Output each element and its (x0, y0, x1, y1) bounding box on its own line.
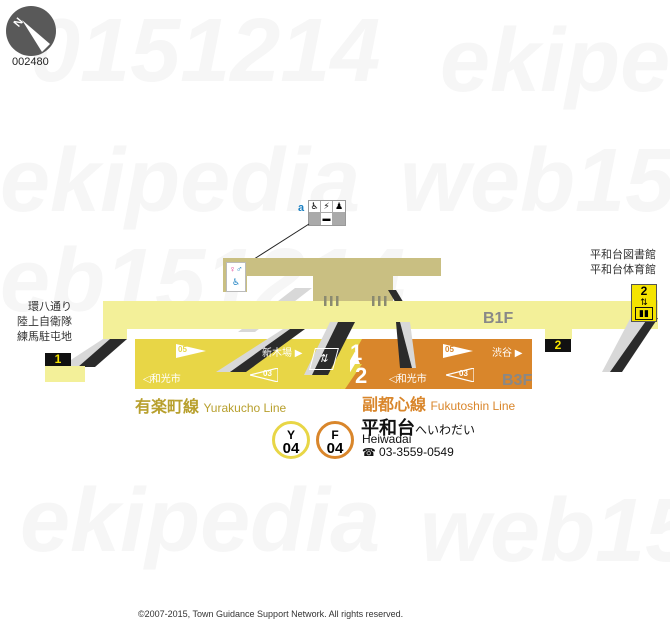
exit-2-badge-b1f: 2 (545, 339, 571, 352)
watermark: 0151214 (30, 1, 381, 101)
yurakucho-station-number-badge: Y 04 (272, 421, 310, 459)
phone-icon: ☎ (362, 447, 376, 459)
track-1-number: 1 (350, 340, 363, 365)
floor-label-b1f: B1F (483, 310, 514, 327)
fukutoshin-line-name: 副都心線 Fukutoshin Line (362, 397, 516, 414)
wheelchair-icon: ♿ (309, 201, 320, 212)
watermark: ekipedia (20, 471, 381, 571)
facility-callout-label: a (298, 202, 305, 214)
floor-label-b3f: B3F (502, 372, 533, 389)
elevator-icon: ▮▮ (635, 307, 653, 320)
yurakucho-lower-train: 03 (249, 367, 279, 387)
exit-2-destinations: 平和台図書館 平和台体育館 (590, 249, 656, 276)
fukutoshin-lower-train: 03 (445, 367, 475, 387)
track-2-number: 2 (355, 363, 368, 388)
compass-north-icon: N (6, 6, 56, 56)
yurakucho-upper-train: 05 (176, 344, 206, 363)
nursing-room-icon: ♟ (333, 201, 345, 212)
copyright: ©2007-2015, Town Guidance Support Networ… (138, 609, 404, 619)
station-phone: ☎ 03-3559-0549 (362, 445, 454, 459)
fukutoshin-lower-dest: ◁和光市 (389, 374, 427, 385)
toilet-icon: ♀♂♿ (226, 262, 246, 292)
watermark: web151 (400, 131, 670, 231)
watermark: ekipedia (440, 11, 670, 111)
fukutoshin-upper-train: 05 (443, 344, 473, 363)
elevator-icon: ⇅ (640, 297, 648, 307)
watermark: ekipedia (0, 131, 361, 231)
yurakucho-upper-dest: 新木場 ▶ (262, 348, 303, 359)
map-id: 002480 (12, 56, 49, 68)
exit-2-badge: 2 ⇅ ▮▮ (631, 284, 657, 322)
yurakucho-lower-dest: ◁和光市 (143, 374, 181, 385)
watermark: web151 (420, 481, 670, 581)
fukutoshin-station-number-badge: F 04 (316, 421, 354, 459)
yurakucho-line-name: 有楽町線 Yurakucho Line (135, 399, 287, 416)
station-name-en: Heiwadai (362, 432, 412, 446)
exit-1-destinations: 環八通り 陸上自衛隊 練馬駐屯地 (17, 301, 72, 343)
fukutoshin-upper-dest: 渋谷 ▶ (492, 348, 523, 359)
station-name: 平和台へいわだい (361, 418, 476, 438)
exit-1-badge: 1 (45, 353, 71, 366)
baby-chair-icon: ▬ (321, 213, 332, 225)
wheelchair-charging-icon: ⚡ (321, 201, 332, 212)
